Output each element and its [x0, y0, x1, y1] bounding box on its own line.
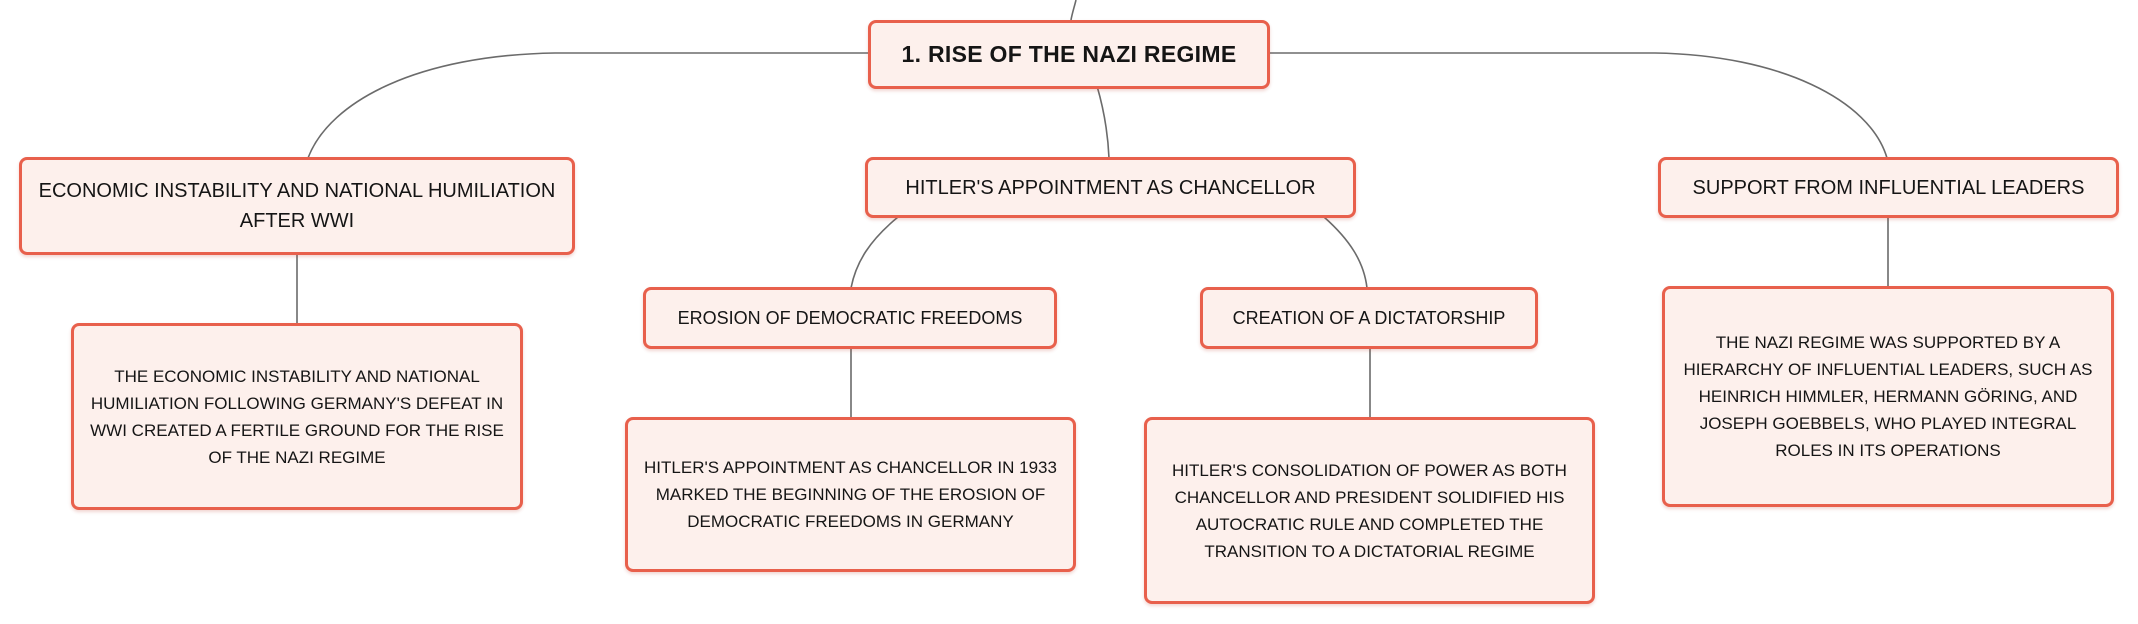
detail-creation-of-dictatorship[interactable]: HITLER'S CONSOLIDATION OF POWER AS BOTH … [1144, 417, 1595, 604]
connector-chancellor-to-dictatorship [1323, 216, 1368, 289]
subtopic-creation-of-dictatorship[interactable]: CREATION OF A DICTATORSHIP [1200, 287, 1538, 349]
detail-creation-of-dictatorship-text: HITLER'S CONSOLIDATION OF POWER AS BOTH … [1172, 460, 1567, 561]
subtopic-creation-of-dictatorship-label: CREATION OF A DICTATORSHIP [1232, 308, 1506, 328]
subtopic-erosion-of-freedoms-label: EROSION OF DEMOCRATIC FREEDOMS [677, 308, 1023, 328]
root-topic-label: 1. RISE OF THE NAZI REGIME [901, 41, 1237, 67]
connector-root-to-leaders [1268, 52, 1888, 159]
detail-erosion-of-freedoms-text: HITLER'S APPOINTMENT AS CHANCELLOR IN 19… [644, 458, 1057, 531]
root-topic-node[interactable]: 1. RISE OF THE NAZI REGIME [868, 20, 1270, 89]
topic-influential-leaders-label: SUPPORT FROM INFLUENTIAL LEADERS [1692, 176, 2085, 199]
detail-economic-instability-text: THE ECONOMIC INSTABILITY AND NATIONAL HU… [90, 366, 504, 467]
connector-root-to-economic [307, 52, 868, 159]
detail-economic-instability[interactable]: THE ECONOMIC INSTABILITY AND NATIONAL HU… [71, 323, 523, 510]
detail-influential-leaders-text: THE NAZI REGIME WAS SUPPORTED BY A HIERA… [1683, 333, 2093, 460]
connector-parent-to-root [1070, 0, 1077, 21]
subtopic-erosion-of-freedoms[interactable]: EROSION OF DEMOCRATIC FREEDOMS [643, 287, 1057, 349]
detail-influential-leaders[interactable]: THE NAZI REGIME WAS SUPPORTED BY A HIERA… [1662, 286, 2114, 507]
connector-root-to-chancellor [1096, 85, 1110, 159]
connector-chancellor-to-erosion [850, 216, 899, 289]
topic-influential-leaders[interactable]: SUPPORT FROM INFLUENTIAL LEADERS [1658, 157, 2119, 218]
topic-hitler-appointment[interactable]: HITLER'S APPOINTMENT AS CHANCELLOR [865, 157, 1356, 218]
topic-hitler-appointment-label: HITLER'S APPOINTMENT AS CHANCELLOR [905, 176, 1316, 199]
detail-erosion-of-freedoms[interactable]: HITLER'S APPOINTMENT AS CHANCELLOR IN 19… [625, 417, 1076, 572]
topic-economic-instability[interactable]: ECONOMIC INSTABILITY AND NATIONAL HUMILI… [19, 157, 575, 255]
topic-economic-instability-label: ECONOMIC INSTABILITY AND NATIONAL HUMILI… [38, 180, 556, 232]
